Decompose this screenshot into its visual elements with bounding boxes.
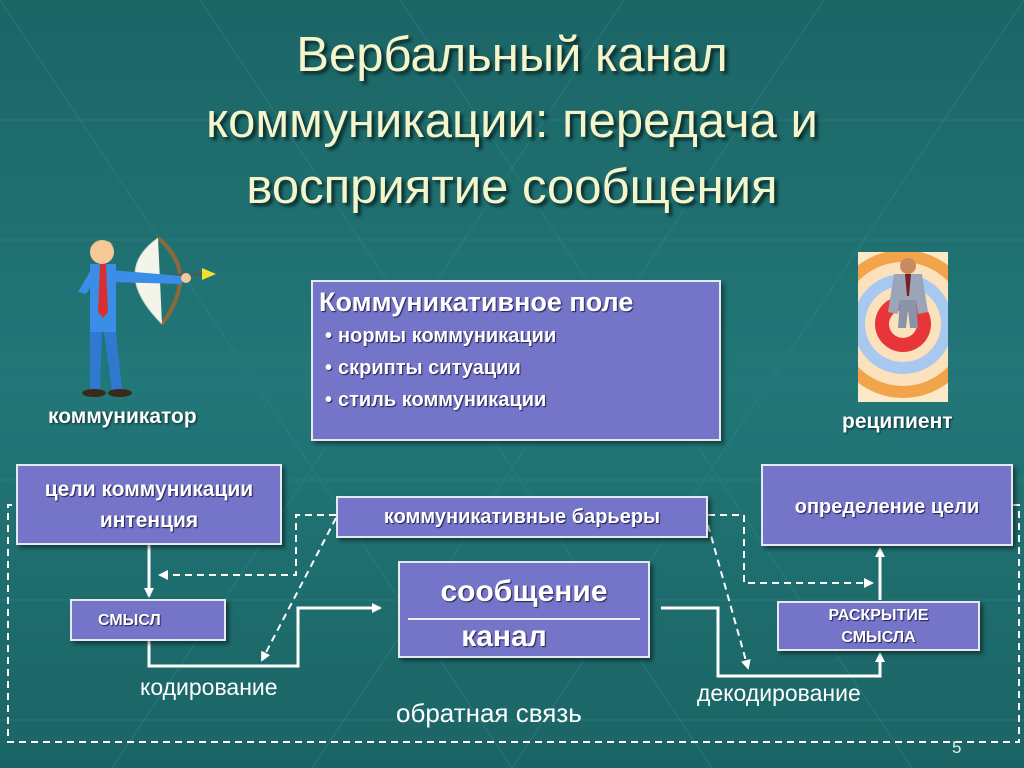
feedback-label: обратная связь: [396, 698, 582, 728]
list-item: нормы коммуникации: [319, 320, 719, 352]
encoding-label: кодирование: [140, 674, 278, 700]
communicator-label: коммуникатор: [48, 405, 197, 428]
goal-definition-box: определение цели: [761, 464, 1013, 546]
slide-title: Вербальный канал коммуникации: передача …: [60, 22, 964, 220]
channel-label: канал: [461, 620, 547, 653]
communicative-field-box: Коммуникативное поле нормы коммуникации …: [311, 280, 721, 441]
communicative-barriers-box: коммуникативные барьеры: [336, 496, 708, 538]
message-label: сообщение: [440, 575, 608, 608]
reveal-line-1: РАСКРЫТИЕ: [828, 607, 929, 624]
communication-goals-box: цели коммуникации интенция: [16, 464, 282, 545]
page-number: 5: [952, 738, 962, 757]
message-divider: [408, 618, 640, 620]
goals-line-1: цели коммуникации: [44, 478, 254, 501]
goals-line-2: интенция: [99, 509, 199, 532]
archer-figure-icon: [78, 236, 216, 397]
meaning-box: СМЫСЛ: [70, 599, 226, 641]
reveal-line-2: СМЫСЛА: [841, 629, 916, 646]
title-line-1: Вербальный канал: [296, 28, 728, 82]
communicative-field-list: нормы коммуникации скрипты ситуации стил…: [319, 320, 719, 416]
list-item: стиль коммуникации: [319, 384, 719, 416]
title-line-2: коммуникации: передача и: [206, 94, 818, 148]
decoding-label: декодирование: [697, 680, 861, 706]
target-businessman-icon: [858, 252, 948, 402]
communicative-field-title: Коммуникативное поле: [319, 287, 634, 317]
title-line-3: восприятие сообщения: [246, 160, 778, 214]
list-item: скрипты ситуации: [319, 352, 719, 384]
reveal-meaning-box: РАСКРЫТИЕ СМЫСЛА: [777, 601, 980, 651]
message-channel-box: сообщение канал: [398, 561, 650, 658]
recipient-label: реципиент: [842, 410, 953, 433]
